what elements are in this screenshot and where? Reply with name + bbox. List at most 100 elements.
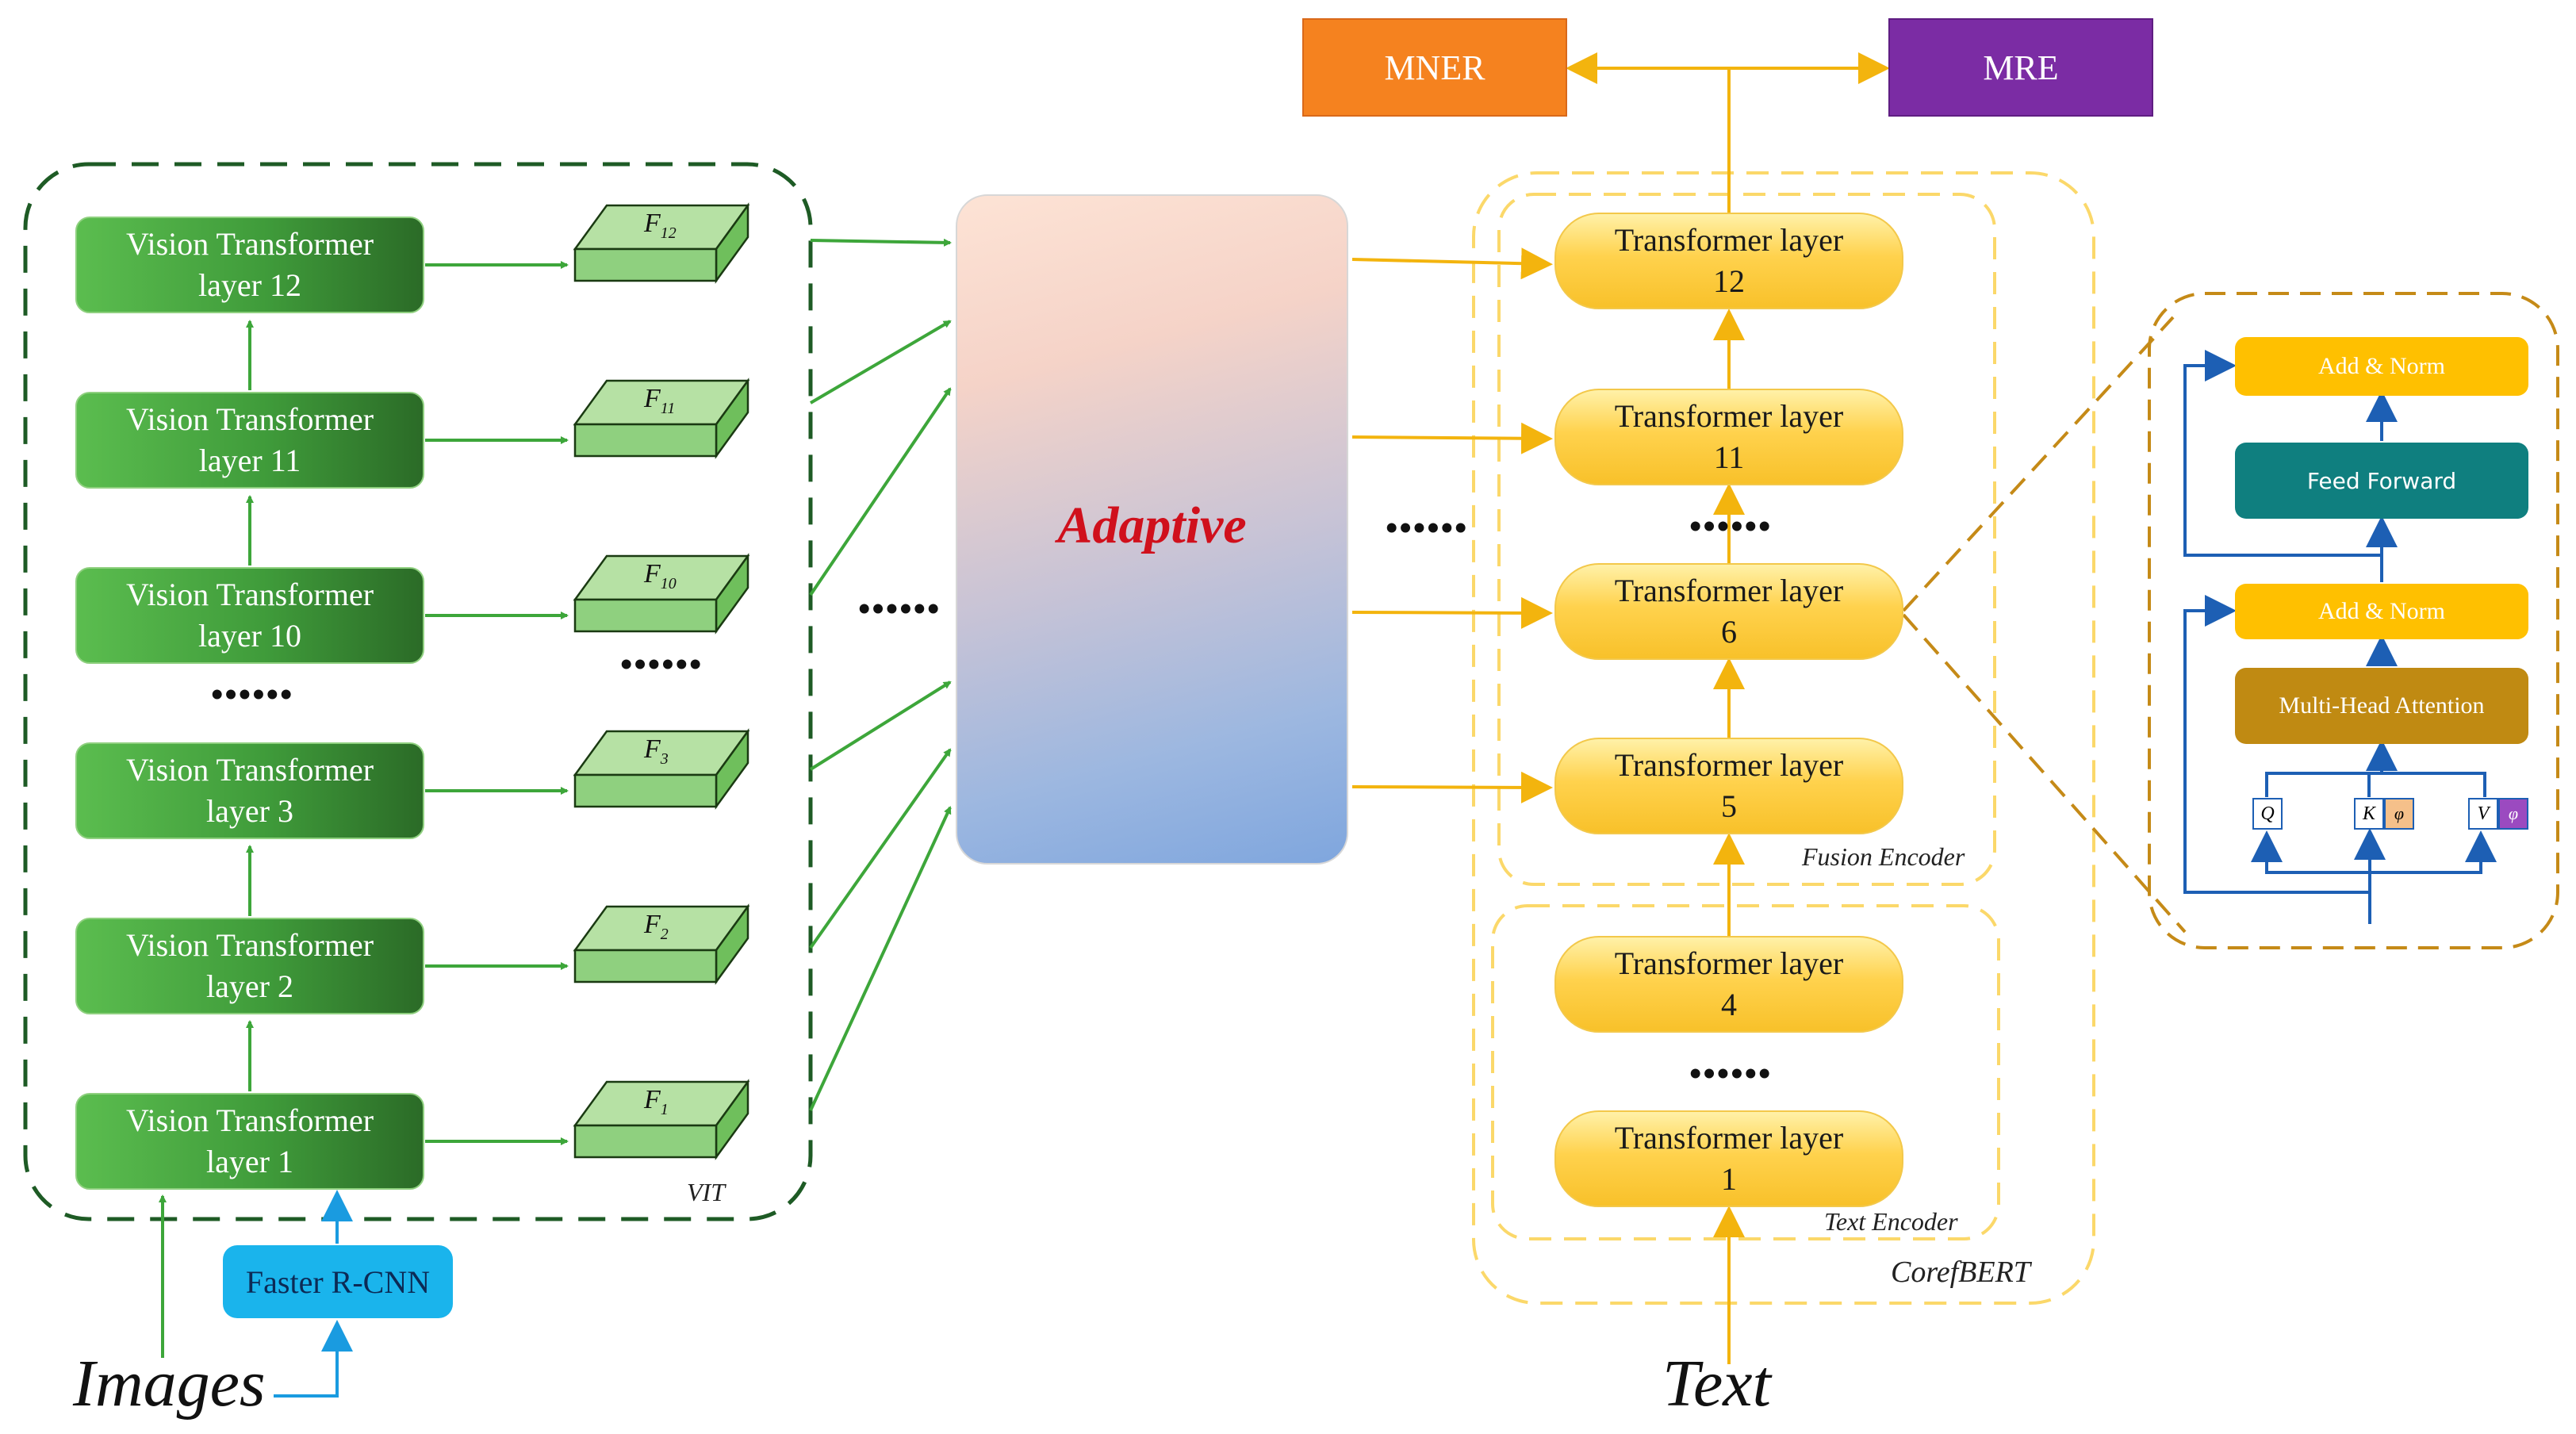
feature-label-12: F12 <box>643 209 677 242</box>
transformer-layer-12-line1: Transformer layer <box>1614 222 1844 258</box>
text-encoder-label: Text Encoder <box>1824 1207 1958 1236</box>
vit-layer-3-line1: Vision Transformer <box>125 752 374 788</box>
middle-ellipsis: •••••• <box>858 589 941 628</box>
detail-phi-k-label: φ <box>2394 803 2405 823</box>
transformer-layer-11-line1: Transformer layer <box>1614 398 1844 434</box>
feature-label-2: F2 <box>643 910 669 943</box>
feature-label-1: F1 <box>643 1085 669 1118</box>
vit-label: VIT <box>687 1178 725 1206</box>
vit-layer-2-line1: Vision Transformer <box>125 927 374 963</box>
detail-phi-v-box: φ <box>2498 798 2528 830</box>
detail-phi-v-label: φ <box>2508 803 2519 823</box>
detail-input-to-q <box>2251 830 2370 874</box>
adaptive-to-layer-12 <box>1351 247 1553 280</box>
fusion-encoder-label: Fusion Encoder <box>1802 842 1965 871</box>
adaptive-module <box>956 194 1348 865</box>
zoom-line-bottom <box>1902 613 2187 934</box>
feature-label-3: F3 <box>643 734 669 768</box>
corefbert-label: CorefBERT <box>1891 1256 2030 1289</box>
vit-layer-2-line2: layer 2 <box>206 968 293 1004</box>
transformer-layer-6-line1: Transformer layer <box>1614 573 1844 608</box>
transformer-layer-5: Transformer layer 5 <box>1554 738 1903 834</box>
feature-boxes <box>573 202 750 1160</box>
vit-layer-10-line1: Vision Transformer <box>125 577 374 612</box>
vit-layer-3: Vision Transformer layer 3 <box>75 742 424 839</box>
feature-box-2 <box>573 903 750 985</box>
detail-k-label: K <box>2362 803 2375 824</box>
right-ellipsis: •••••• <box>1386 508 1469 547</box>
detail-v-to-attention <box>2382 772 2486 797</box>
vit-layer-1-line1: Vision Transformer <box>125 1102 374 1138</box>
transformer-layer-4-line1: Transformer layer <box>1614 945 1844 981</box>
vit-to-adaptive-2 <box>809 320 952 405</box>
vit-layer-2: Vision Transformer layer 2 <box>75 918 424 1014</box>
vit-layer-1-line2: layer 1 <box>206 1144 293 1179</box>
feature-box-11 <box>573 378 750 459</box>
feature-box-10 <box>573 553 750 635</box>
fusion-encoder-frame <box>1497 193 1996 886</box>
transformer-layer-4: Transformer layer 4 <box>1554 936 1903 1033</box>
vit-layer-11-line2: layer 11 <box>198 443 301 478</box>
detail-phi-k-box: φ <box>2384 798 2414 830</box>
adaptive-label: Adaptive <box>1057 497 1247 554</box>
feature-box-12 <box>573 202 750 284</box>
transformer-layer-1-line1: Transformer layer <box>1614 1120 1844 1156</box>
vit-layer-1: Vision Transformer layer 1 <box>75 1093 424 1190</box>
adaptive-to-layer-5 <box>1351 771 1553 803</box>
vit-layer-11-line1: Vision Transformer <box>125 401 374 437</box>
fusion-ellipsis: •••••• <box>1689 507 1773 546</box>
vit-layers-ellipsis: •••••• <box>211 675 294 714</box>
detail-input-to-v <box>2370 830 2497 874</box>
adaptive-to-layer-6 <box>1351 596 1553 629</box>
detail-residual-bottom <box>2183 595 2370 894</box>
vit-layer-10: Vision Transformer layer 10 <box>75 567 424 664</box>
detail-v-box: V <box>2468 798 2498 830</box>
transformer-layer-12: Transformer layer 12 <box>1554 213 1903 309</box>
detail-add-norm-bottom: Add & Norm <box>2235 584 2528 639</box>
detail-residual-top <box>2183 350 2382 557</box>
feature-label-10: F10 <box>643 559 677 592</box>
vit-layer-10-line2: layer 10 <box>198 618 301 654</box>
mre-box: MRE <box>1888 18 2153 117</box>
transformer-layer-5-line2: 5 <box>1721 788 1737 824</box>
feature-box-1 <box>573 1079 750 1160</box>
feature-box-3 <box>573 728 750 810</box>
vit-layer-12-line1: Vision Transformer <box>125 226 374 262</box>
vit-layer-11: Vision Transformer layer 11 <box>75 392 424 489</box>
transformer-layer-4-line2: 4 <box>1721 987 1737 1022</box>
vit-to-adaptive-3 <box>809 387 952 596</box>
vit-to-adaptive-6 <box>809 806 952 1111</box>
vit-to-adaptive-5 <box>809 748 952 949</box>
vit-layer-3-line2: layer 3 <box>206 793 293 829</box>
transformer-layer-11: Transformer layer 11 <box>1554 389 1903 485</box>
detail-feed-forward: Feed Forward <box>2235 443 2528 519</box>
zoom-line-top <box>1902 316 2175 612</box>
transformer-layer-6: Transformer layer 6 <box>1554 563 1903 660</box>
vit-layer-12: Vision Transformer layer 12 <box>75 217 424 313</box>
transformer-layer-6-line2: 6 <box>1721 614 1737 650</box>
text-label: Text <box>1662 1347 1771 1421</box>
text-encoder-ellipsis: •••••• <box>1689 1054 1773 1093</box>
detail-q-box: Q <box>2252 798 2283 830</box>
images-to-faster-rcnn-arrow <box>274 1320 353 1398</box>
vit-frame <box>23 162 813 1221</box>
adaptive-to-layer-11 <box>1351 422 1553 454</box>
corefbert-frame <box>1472 171 2095 1305</box>
detail-multi-head-attention: Multi-Head Attention <box>2235 668 2528 744</box>
detail-v-label: V <box>2477 803 2490 824</box>
transformer-layer-1-line2: 1 <box>1721 1161 1737 1197</box>
transformer-layer-12-line2: 12 <box>1713 263 1745 299</box>
detail-q-to-attention <box>2265 739 2398 797</box>
vit-layer-12-line2: layer 12 <box>198 267 301 303</box>
detail-k-box: K <box>2354 798 2384 830</box>
transformer-layer-11-line2: 11 <box>1713 439 1745 475</box>
vit-features-ellipsis: •••••• <box>620 645 703 684</box>
vit-to-adaptive-1 <box>810 238 952 247</box>
feature-label-11: F11 <box>643 384 675 417</box>
vit-to-adaptive-4 <box>809 681 952 771</box>
detail-add-norm-top: Add & Norm <box>2235 337 2528 396</box>
mner-box: MNER <box>1302 18 1567 117</box>
images-label: Images <box>73 1347 266 1421</box>
